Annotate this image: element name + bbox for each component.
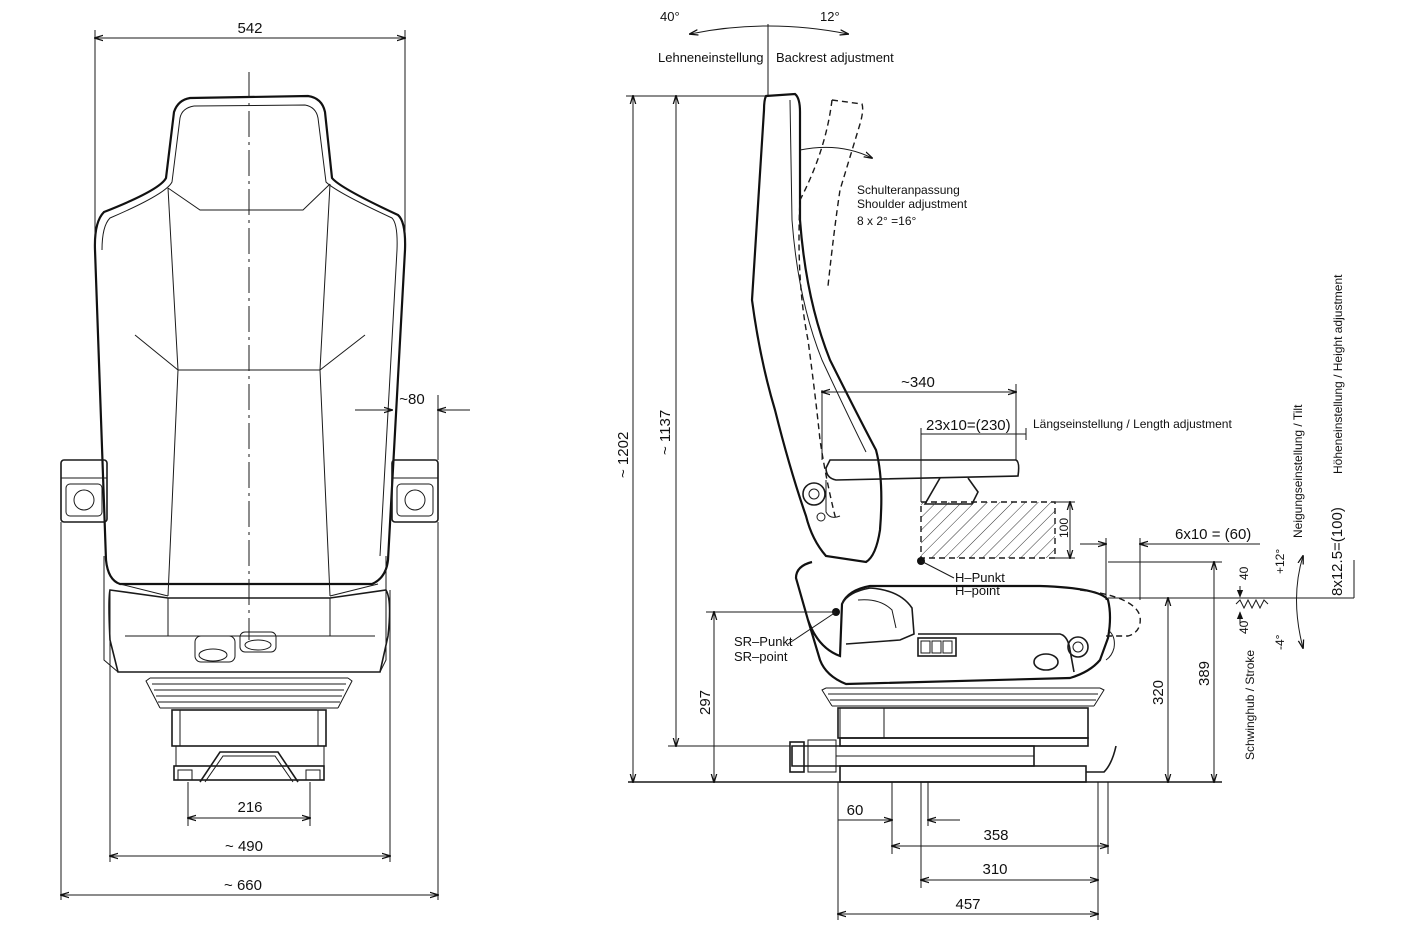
backrest-angle-back: 40° xyxy=(660,9,680,24)
stroke-indicator: 40 40 Schwinghub / Stroke xyxy=(1235,566,1269,760)
front-armrest-right xyxy=(391,459,439,523)
backrest-label-en: Backrest adjustment xyxy=(776,50,894,65)
height-dim-text: 8x12.5=(100) xyxy=(1329,507,1346,596)
dim-60: 60 xyxy=(838,782,960,854)
dim-310-text: 310 xyxy=(982,861,1007,878)
dim-457: 457 xyxy=(838,782,1098,920)
dim-1137-text: ~ 1137 xyxy=(657,410,674,455)
shoulder-label-en: Shoulder adjustment xyxy=(857,197,968,211)
length-dim-text: 23x10=(230) xyxy=(926,417,1011,434)
stroke-label: Schwinghub / Stroke xyxy=(1243,650,1257,760)
dim-6x10-text: 6x10 = (60) xyxy=(1175,526,1251,543)
dim-358: 358 xyxy=(892,782,1108,854)
front-suspension-bellows xyxy=(145,677,353,709)
tilt-plus: +12° xyxy=(1273,549,1287,574)
stroke-40-bottom: 40 xyxy=(1237,620,1251,634)
dim-542-text: 542 xyxy=(237,20,262,37)
side-seat-cushion xyxy=(794,560,1112,686)
backrest-adjustment-indicator: 40° 12° Lehneneinstellung Backrest adjus… xyxy=(658,9,894,96)
dim-216-text: 216 xyxy=(237,799,262,816)
backrest-angle-forward: 12° xyxy=(820,9,840,24)
tilt-minus: -4° xyxy=(1273,634,1287,650)
sr-punkt-label: SR–Punkt xyxy=(734,634,793,649)
front-backrest-outline xyxy=(93,94,407,586)
dim-389: 389 xyxy=(1196,562,1214,782)
side-view: 40° 12° Lehneneinstellung Backrest adjus… xyxy=(615,9,1355,920)
side-shoulder-dashed xyxy=(827,99,864,287)
tilt-indicator: +12° -4° Neigungseinstellung / Tilt xyxy=(1273,404,1305,650)
dim-490-text: ~ 490 xyxy=(225,838,263,855)
dim-100-text: 100 xyxy=(1057,518,1071,538)
dim-389-text: 389 xyxy=(1196,661,1213,686)
dim-1202: ~ 1202 xyxy=(615,96,766,782)
dim-320-text: 320 xyxy=(1150,680,1167,705)
h-punkt-label: H–Punkt xyxy=(955,570,1005,585)
dim-340: ~340 xyxy=(822,374,1016,460)
sr-point-label: SR–point xyxy=(734,649,788,664)
front-backrest-inner xyxy=(101,104,398,557)
front-armrest-left xyxy=(60,459,108,523)
dim-660-text: ~ 660 xyxy=(224,877,262,894)
length-label: Längseinstellung / Length adjustment xyxy=(1033,417,1232,431)
front-base xyxy=(171,709,327,783)
height-adjustment: 8x12.5=(100) Höheneinstellung / Height a… xyxy=(1329,274,1355,598)
dim-216: 216 xyxy=(188,782,310,826)
stroke-40-top: 40 xyxy=(1237,566,1251,580)
dim-320: 320 xyxy=(1150,598,1168,782)
side-armrest xyxy=(802,459,1020,522)
dim-1137: ~ 1137 xyxy=(657,96,790,746)
side-backrest-outline xyxy=(750,92,883,564)
side-base xyxy=(789,707,1117,783)
dim-310: 310 xyxy=(921,782,1098,920)
dim-660: ~ 660 xyxy=(61,522,438,900)
dim-80: ~80 xyxy=(355,391,470,460)
dim-80-text: ~80 xyxy=(399,391,424,408)
front-view: 542 ~80 216 ~ 490 ~ 660 xyxy=(61,20,470,900)
dim-457-text: 457 xyxy=(955,896,980,913)
dim-297-text: 297 xyxy=(697,690,714,715)
length-adjustment-area xyxy=(921,502,1055,558)
tilt-label: Neigungseinstellung / Tilt xyxy=(1291,404,1305,538)
dim-490: ~ 490 xyxy=(110,590,390,862)
shoulder-formula: 8 x 2° =16° xyxy=(857,214,917,228)
dim-60-text: 60 xyxy=(847,802,864,819)
dim-length-adjustment: 23x10=(230) Längseinstellung / Length ad… xyxy=(920,417,1232,502)
dim-358-text: 358 xyxy=(983,827,1008,844)
dim-1202-text: ~ 1202 xyxy=(615,432,632,478)
dim-6x10: 6x10 = (60) xyxy=(1080,526,1260,600)
height-label: Höheneinstellung / Height adjustment xyxy=(1331,274,1345,474)
backrest-label-de: Lehneneinstellung xyxy=(658,50,764,65)
side-backrest-inner xyxy=(789,99,867,453)
dim-542: 542 xyxy=(95,20,405,250)
h-point-label: H–point xyxy=(955,583,1000,598)
side-suspension-bellows xyxy=(821,687,1105,707)
dim-340-text: ~340 xyxy=(901,374,935,391)
shoulder-label-de: Schulteranpassung xyxy=(857,183,960,197)
dim-297: 297 xyxy=(697,612,836,782)
